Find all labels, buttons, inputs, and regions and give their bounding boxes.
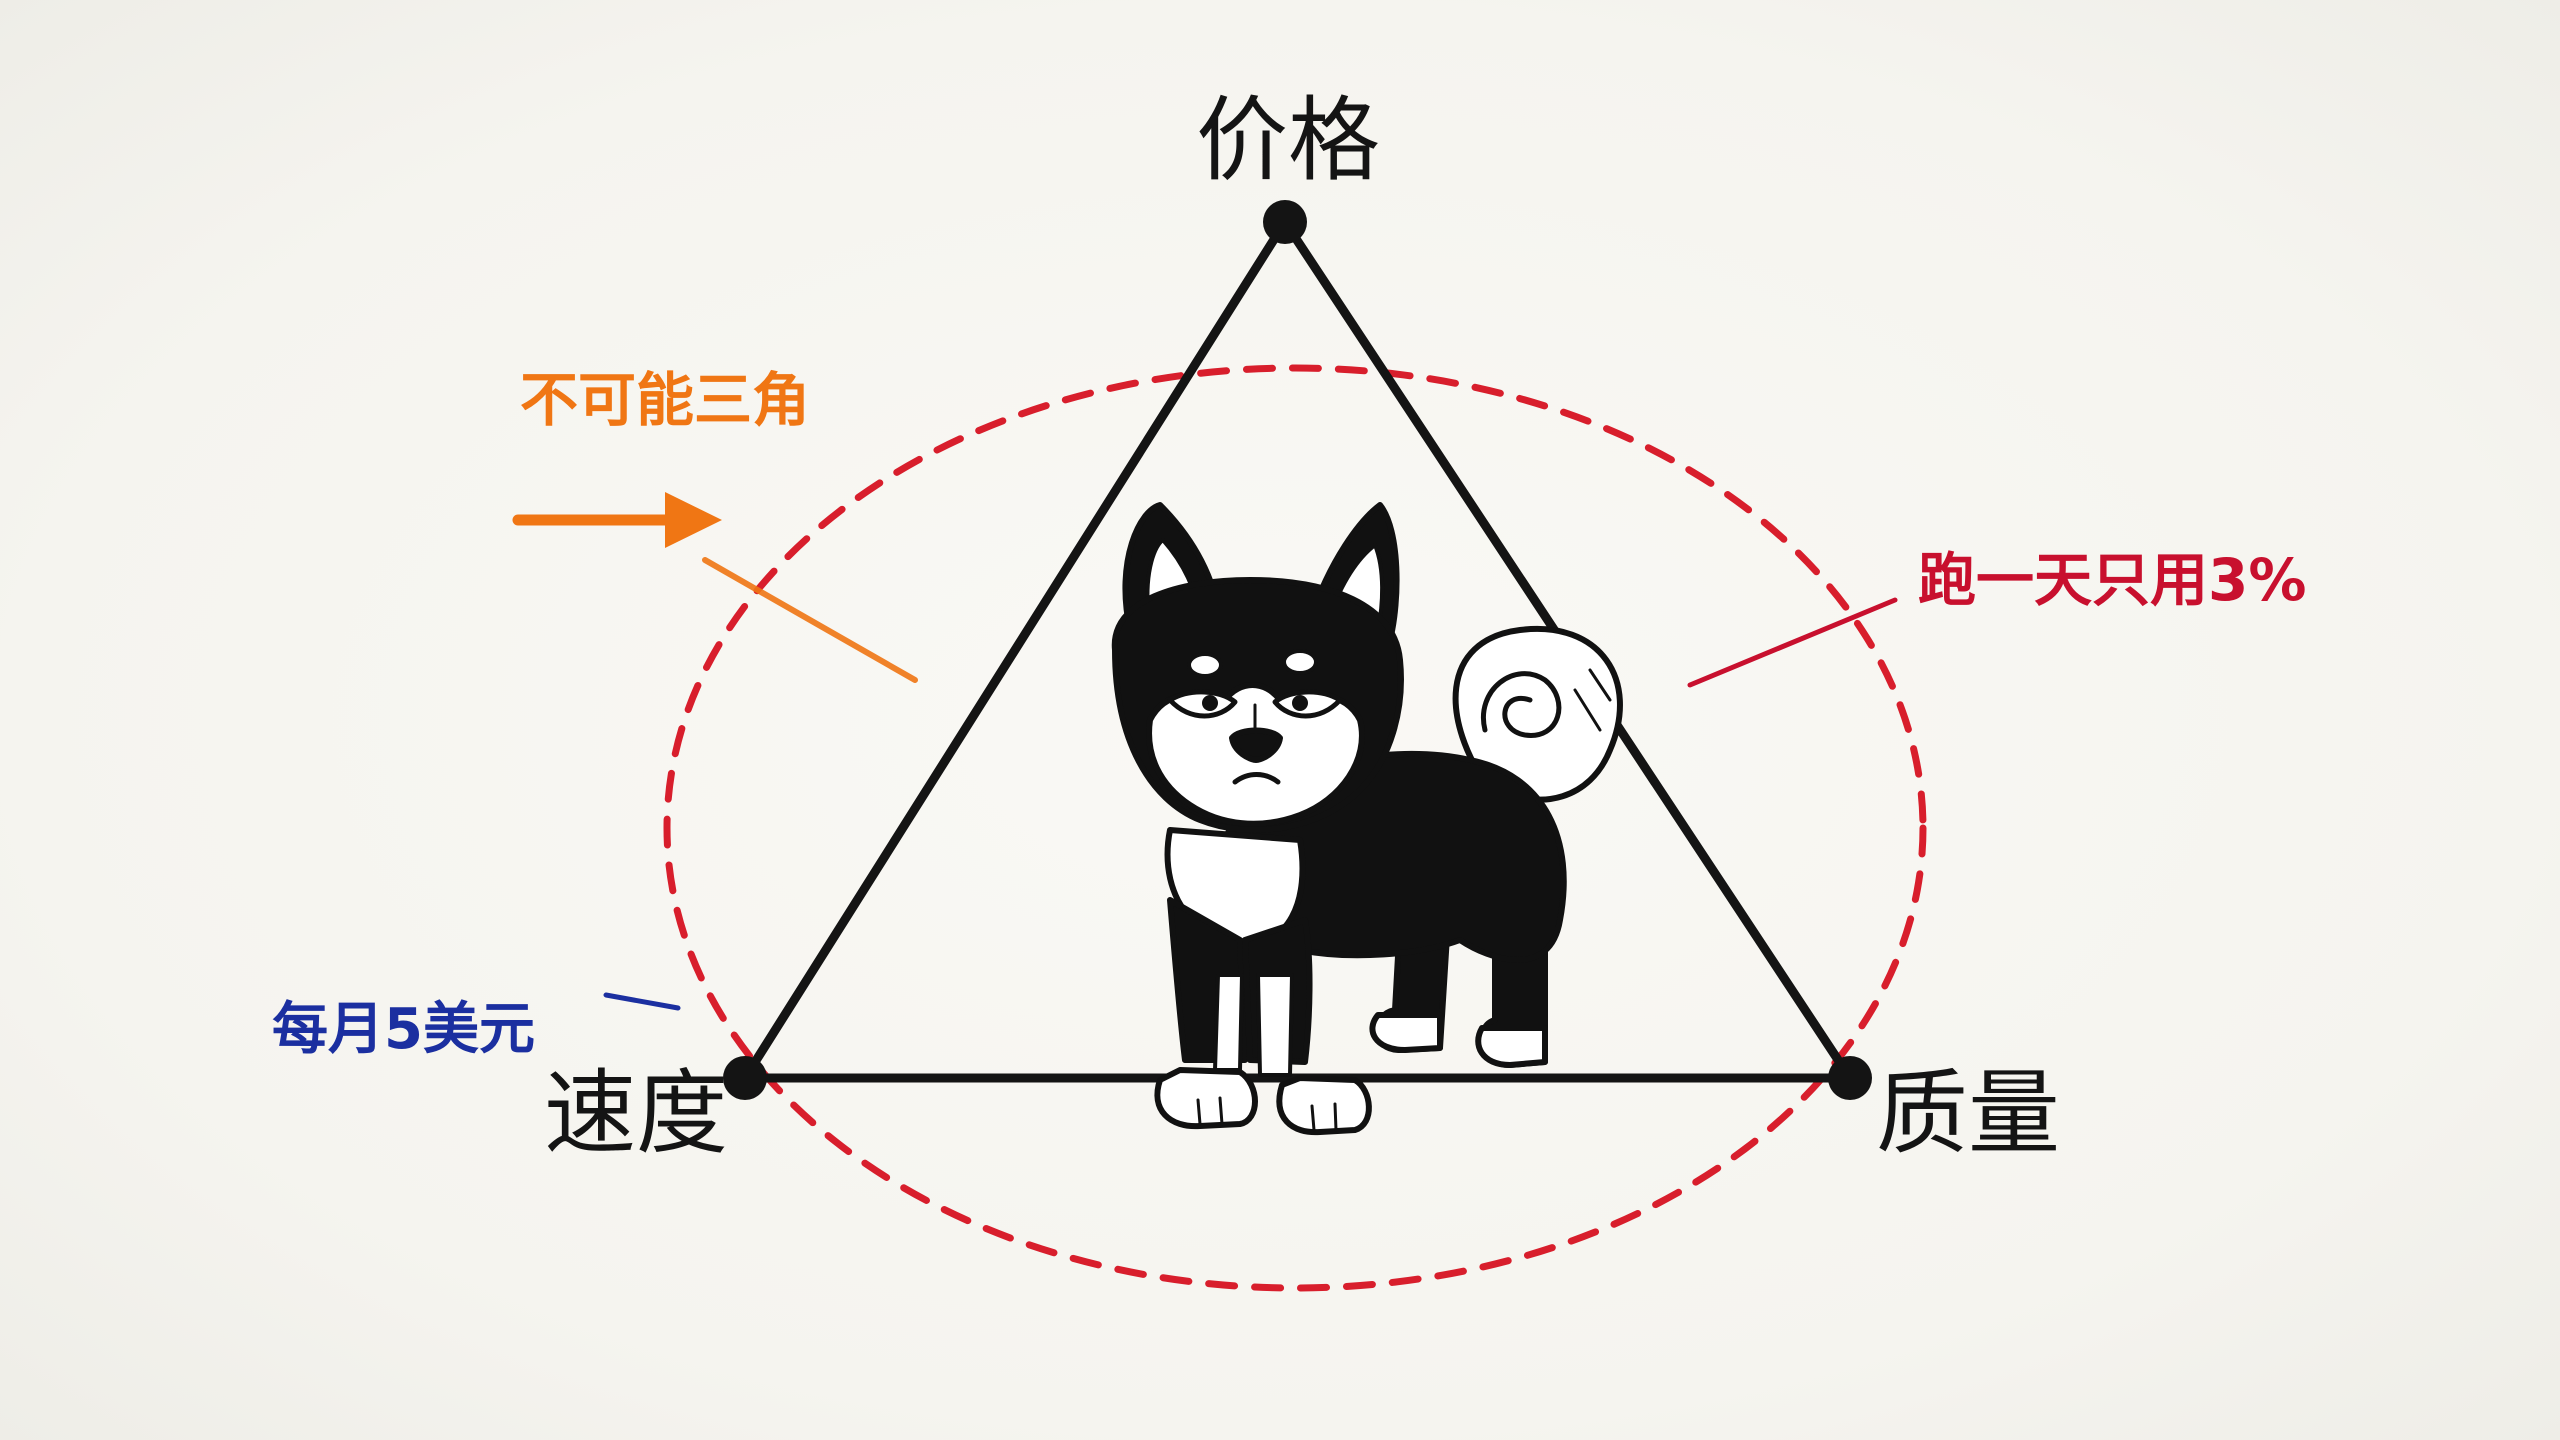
dog-front-legs: [1154, 897, 1372, 1136]
dog-eyes: [1167, 689, 1343, 719]
dog-mouth: [1232, 772, 1281, 785]
dog-nose: [1229, 727, 1283, 763]
annotation-daily-usage: 跑一天只用3%: [1918, 546, 2306, 614]
vertex-dot-top: [1263, 200, 1307, 244]
vertex-label-quality: 质量: [1876, 1060, 2060, 1167]
blue-leader-line: [603, 992, 681, 1011]
triangle-edge-left: [740, 217, 1290, 1083]
vertex-label-price: 价格: [1196, 87, 1380, 194]
vertex-label-speed: 速度: [544, 1060, 728, 1167]
vertex-dot-left: [723, 1056, 767, 1100]
orange-arrow-icon: [512, 492, 722, 548]
red-leader-line: [1687, 597, 1898, 688]
dog-paw-left: [1154, 1067, 1258, 1130]
annotation-monthly-price: 每月5美元: [272, 997, 535, 1062]
vertex-dot-right: [1828, 1056, 1872, 1100]
orange-leader-line: [702, 557, 918, 683]
shiba-dog-illustration: [1111, 502, 1623, 1136]
dashed-ellipse: [663, 364, 1927, 1292]
dog-tail: [1452, 625, 1623, 803]
annotation-impossible-triangle: 不可能三角: [520, 366, 810, 434]
dog-paw-right: [1276, 1075, 1372, 1136]
